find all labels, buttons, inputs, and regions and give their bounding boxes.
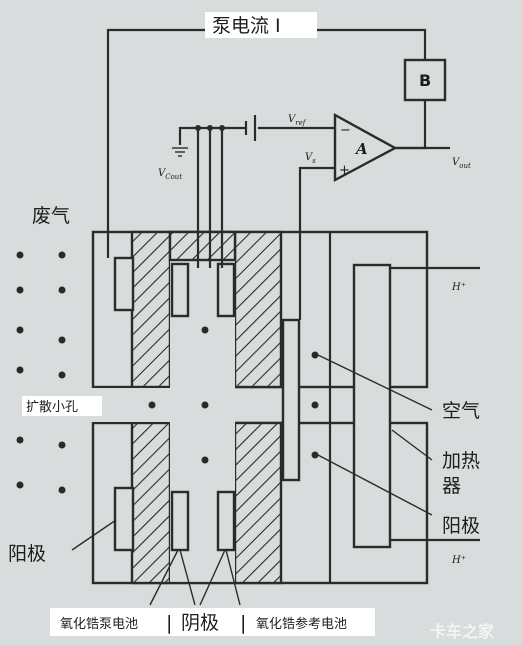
- label-anode-right: 阳极: [442, 515, 480, 537]
- electrode-inner-bottom-right: [216, 490, 236, 552]
- electrode-outer-bottom: [113, 486, 135, 552]
- label-h-bottom: H⁺: [451, 555, 466, 566]
- molecule-dot: [58, 251, 66, 259]
- molecule-dot: [16, 326, 24, 334]
- label-ref-cell: 氧化锆参考电池: [256, 616, 347, 632]
- molecule-dot: [148, 401, 156, 409]
- molecule-dot: [201, 456, 209, 464]
- label-v-s: Vs: [305, 152, 316, 165]
- label-h-top: H⁺: [451, 282, 466, 293]
- leader-cathode-2: [179, 549, 196, 606]
- molecule-dot: [311, 401, 319, 409]
- label-bg-pump-current: [205, 12, 317, 38]
- label-heater-2: 器: [442, 475, 461, 497]
- leader-cathode-4: [225, 549, 241, 606]
- electrode-inner-top-right: [216, 262, 236, 318]
- ref-cell-wall-top: [233, 230, 283, 389]
- label-pump-current: 泵电流 I: [212, 15, 281, 37]
- label-anode-left: 阳极: [8, 543, 46, 565]
- label-box-b: B: [419, 71, 431, 90]
- leader-anode-right: [317, 454, 433, 516]
- chamber-top-cap: [168, 230, 237, 262]
- leader-heater: [391, 429, 433, 461]
- label-cathode: 阴极: [181, 612, 219, 634]
- leader-cathode-1: [149, 549, 179, 606]
- amplifier-a: [333, 112, 398, 182]
- label-exhaust: 废气: [32, 205, 70, 227]
- molecule-dot: [58, 441, 66, 449]
- molecule-dot: [311, 451, 319, 459]
- label-bg-bottom-captions: [50, 608, 375, 636]
- electrode-inner-bottom-left: [170, 490, 190, 552]
- wire-battery-to-ground: [178, 126, 246, 145]
- label-v-cout: VCout: [158, 168, 182, 181]
- electrode-reference: [281, 318, 301, 482]
- label-amp-minus: −: [340, 123, 351, 138]
- leader-air: [317, 354, 433, 411]
- label-separator-left: |: [166, 612, 172, 634]
- molecule-dot: [16, 366, 24, 374]
- molecule-dot: [311, 351, 319, 359]
- label-heater-1: 加热: [442, 450, 480, 472]
- molecule-dot: [16, 251, 24, 259]
- wire-b-to-amp-output: [395, 100, 427, 150]
- label-diffusion-hole: 扩散小孔: [26, 400, 78, 415]
- pump-cell-wall-top: [130, 230, 172, 389]
- label-separator-right: |: [240, 612, 246, 634]
- label-pump-cell: 氧化锆泵电池: [60, 617, 138, 632]
- label-v-out: Vout: [452, 157, 471, 170]
- label-amp-a: A: [354, 140, 368, 158]
- wire-amp-plus: [298, 166, 335, 320]
- molecule-dot: [201, 326, 209, 334]
- molecule-dot: [16, 286, 24, 294]
- electrode-outer-top: [113, 256, 135, 312]
- label-v-ref: Vref: [288, 114, 307, 127]
- label-air: 空气: [442, 400, 480, 422]
- watermark-text: 卡车之家: [430, 622, 495, 641]
- molecule-dot: [16, 481, 24, 489]
- leader-anode-left: [71, 519, 117, 551]
- molecule-dot: [58, 486, 66, 494]
- heater-block: [352, 263, 392, 549]
- electrode-inner-top-left: [170, 262, 190, 318]
- pump-cell-wall-bottom: [130, 421, 172, 585]
- molecule-dot: [58, 336, 66, 344]
- leader-cathode-3: [199, 549, 226, 606]
- label-bg-diffusion-hole: [22, 396, 102, 416]
- molecule-dot: [16, 436, 24, 444]
- label-amp-plus: +: [339, 163, 350, 178]
- molecule-dot: [58, 286, 66, 294]
- molecule-dot: [201, 401, 209, 409]
- ref-cell-wall-bottom: [233, 421, 283, 585]
- molecule-dot: [58, 371, 66, 379]
